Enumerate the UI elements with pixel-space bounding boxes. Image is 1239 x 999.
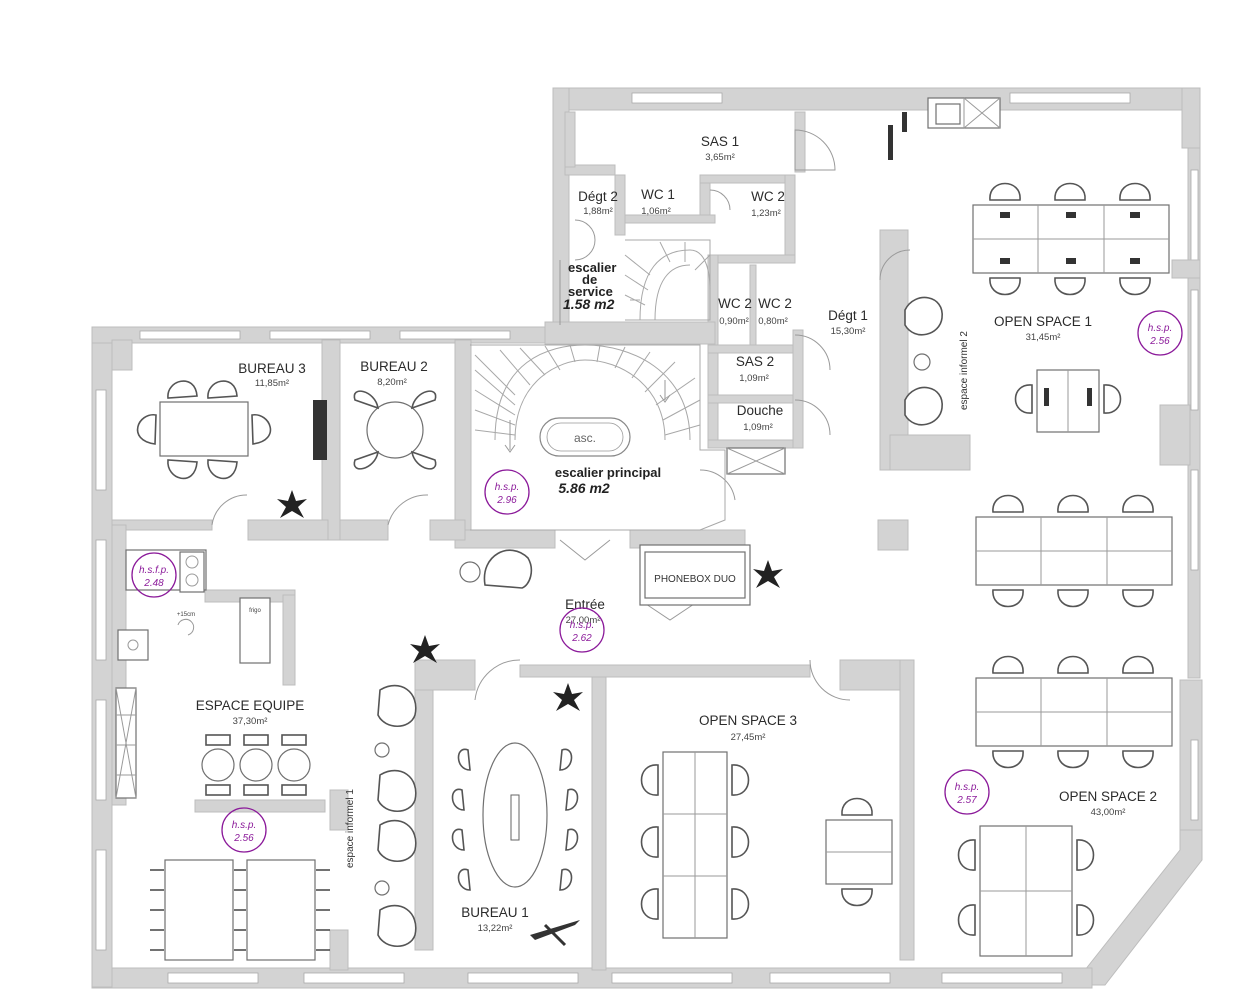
room-bureau1-name: BUREAU 1 <box>461 905 529 920</box>
room-sas2-area: 1,09m² <box>739 373 769 384</box>
doors <box>211 129 911 701</box>
service-stair-label-3: service <box>568 284 613 299</box>
room-bureau1-area: 13,22m² <box>478 923 513 934</box>
height-marker: h.s.f.p. 2.48 <box>131 552 177 598</box>
room-degt1-name: Dégt 1 <box>828 308 868 323</box>
main-staircase: asc. <box>470 344 726 531</box>
room-wc1-name: WC 1 <box>641 187 675 202</box>
room-open2-name: OPEN SPACE 2 <box>1059 789 1157 804</box>
espace-informel-2-label: espace informel 2 <box>959 331 970 410</box>
frigo-label: frigo <box>249 608 261 614</box>
kitchenette-top <box>888 97 1001 160</box>
svg-text:2.96: 2.96 <box>496 495 517 506</box>
room-bureau2-name: BUREAU 2 <box>360 359 428 374</box>
espace-informel-1-label: espace informel 1 <box>345 789 356 868</box>
open-space-3-desks <box>640 751 893 939</box>
room-sas1-name: SAS 1 <box>701 134 739 149</box>
room-espace-equipe-name: ESPACE EQUIPE <box>196 698 305 713</box>
service-stair-label-1: escalier <box>568 260 616 275</box>
room-wc2c-area: 0,80m² <box>758 316 788 327</box>
open-space-2-desks <box>957 494 1173 957</box>
svg-text:2.56: 2.56 <box>233 833 254 844</box>
svg-text:h.s.p.: h.s.p. <box>570 620 594 631</box>
height-marker: h.s.p. 2.62 <box>559 607 605 653</box>
room-degt2-name: Dégt 2 <box>578 189 618 204</box>
espace-informel-1-furniture <box>374 684 417 948</box>
plants <box>277 490 783 711</box>
room-douche-area: 1,09m² <box>743 422 773 433</box>
entrance-furniture: PHONEBOX DUO <box>459 447 786 606</box>
room-sas2-name: SAS 2 <box>736 354 774 369</box>
room-open1-name: OPEN SPACE 1 <box>994 314 1092 329</box>
room-open2-area: 43,00m² <box>1091 807 1126 818</box>
height-marker: h.s.p. 2.57 <box>944 769 990 815</box>
room-bureau3-name: BUREAU 3 <box>238 361 306 376</box>
room-douche-name: Douche <box>737 403 784 418</box>
room-wc1-area: 1,06m² <box>641 206 671 217</box>
room-wc2-area: 1,23m² <box>751 208 781 219</box>
room-open1-area: 31,45m² <box>1026 332 1061 343</box>
room-bureau3-area: 11,85m² <box>255 378 289 389</box>
interior-walls <box>111 111 1201 971</box>
height-marker: h.s.p. 2.96 <box>484 469 530 515</box>
bureau-1-furniture <box>451 742 580 947</box>
room-degt1-area: 15,30m² <box>831 326 866 337</box>
service-stair-area: 1.58 m2 <box>563 296 615 312</box>
service-stair-label-2: de <box>582 272 597 287</box>
svg-text:h.s.p.: h.s.p. <box>955 782 979 793</box>
outer-walls <box>91 87 1203 989</box>
room-open3-area: 27,45m² <box>731 732 766 743</box>
lift-label: asc. <box>574 431 596 445</box>
room-wc2b-name: WC 2 <box>718 296 752 311</box>
height-marker: h.s.p. 2.56 <box>221 807 267 853</box>
room-entree-area: 27,00m² <box>566 615 601 626</box>
open-space-1-desks <box>904 182 1170 433</box>
svg-text:h.s.p.: h.s.p. <box>495 482 519 493</box>
bureau-3-furniture <box>136 380 327 480</box>
room-espace-equipe-area: 37,30m² <box>233 716 268 727</box>
svg-text:2.56: 2.56 <box>1149 336 1170 347</box>
svg-text:h.s.f.p.: h.s.f.p. <box>139 565 169 576</box>
room-entree-name: Entrée <box>565 597 605 612</box>
room-sas1-area: 3,65m² <box>705 152 735 163</box>
kitchen-height-label: +15cm <box>177 612 195 618</box>
room-wc2-name: WC 2 <box>751 189 785 204</box>
room-degt2-area: 1,88m² <box>583 206 613 217</box>
room-wc2b-area: 0,90m² <box>719 316 749 327</box>
kitchen: frigo +15cm <box>115 549 330 961</box>
svg-text:2.48: 2.48 <box>143 578 164 589</box>
bureau-2-furniture <box>353 390 437 470</box>
height-markers: h.s.p. 2.56 h.s.p. 2.96 h.s.f.p. 2.48 h.… <box>131 310 1183 853</box>
svg-text:2.57: 2.57 <box>956 795 977 806</box>
room-wc2c-name: WC 2 <box>758 296 792 311</box>
service-staircase <box>559 239 711 325</box>
room-labels: SAS 1 3,65m² Dégt 2 1,88m² WC 1 1,06m² W… <box>196 134 1157 934</box>
room-open3-name: OPEN SPACE 3 <box>699 713 797 728</box>
svg-text:h.s.p.: h.s.p. <box>232 820 256 831</box>
svg-text:h.s.p.: h.s.p. <box>1148 323 1172 334</box>
main-stair-area: 5.86 m2 <box>558 480 610 496</box>
phonebox-label: PHONEBOX DUO <box>654 574 736 585</box>
height-marker: h.s.p. 2.56 <box>1137 310 1183 356</box>
room-bureau2-area: 8,20m² <box>377 377 407 388</box>
main-stair-name: escalier principal <box>555 465 661 480</box>
svg-text:2.62: 2.62 <box>571 633 592 644</box>
